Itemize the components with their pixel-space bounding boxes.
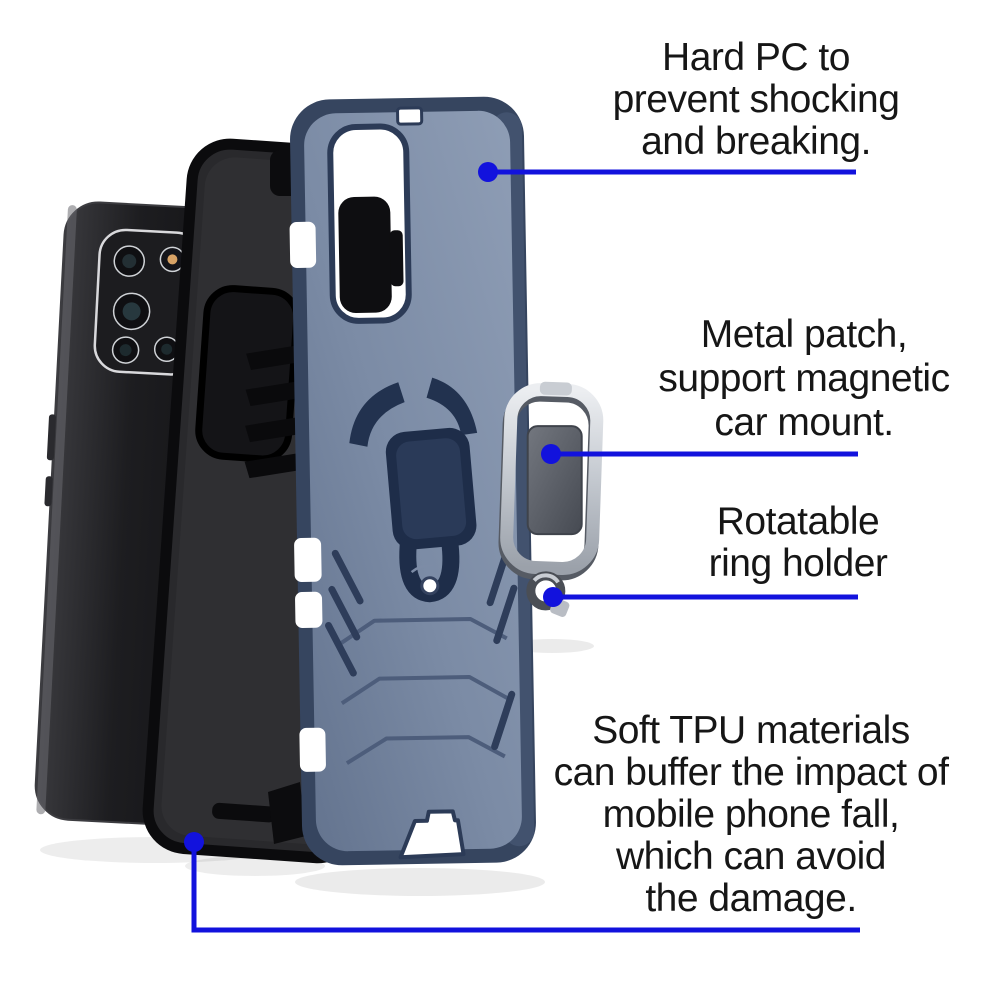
callout-line: mobile phone fall, [602,793,900,836]
callout-metal-patch: Metal patch, support magnetic car mount. [612,313,996,445]
callout-line: ring holder [708,542,888,585]
callout-hard-pc: Hard PC to prevent shocking and breaking… [560,37,952,163]
armor-case [289,96,536,866]
callout-line: can buffer the impact of [553,751,949,794]
callout-line: prevent shocking [612,78,900,121]
leader-dot-ring-holder [543,587,563,607]
armor-port-cutout [398,809,466,860]
callout-soft-tpu: Soft TPU materials can buffer the impact… [545,710,957,920]
leader-dot-metal-patch [541,444,561,464]
leader-dot-hard-pc [478,162,498,182]
callout-line: the damage. [645,877,857,920]
callout-line: Rotatable [716,500,880,543]
callout-line: Soft TPU materials [592,709,910,752]
ring-hinge [539,381,572,396]
callout-line: car mount. [714,401,894,444]
leader-line-soft-tpu [191,842,860,933]
armor-ring-recess [385,427,477,603]
camera-module [93,228,203,376]
callout-line: which can avoid [616,835,887,878]
leader-lines [184,162,860,933]
armor-button-cutouts [289,221,326,772]
armor-horn-accents [349,377,478,447]
armor-slash-accents [325,546,518,751]
phone-edge-highlight [36,205,77,815]
power-button [44,476,53,507]
callout-line: Metal patch, [700,313,908,356]
leader-dot-soft-tpu [184,832,204,852]
metal-patch [526,425,583,536]
tpu-camera-cutout [195,285,301,463]
callout-line: support magnetic [658,357,950,400]
callout-ring-holder: Rotatable ring holder [600,501,996,585]
volume-button [46,414,56,461]
callout-line: Hard PC to [662,36,850,79]
lanyard-hole [420,576,440,596]
callout-line: and breaking. [641,120,871,163]
armor-camera-cutout [327,123,412,324]
armor-top-notch [396,106,424,126]
